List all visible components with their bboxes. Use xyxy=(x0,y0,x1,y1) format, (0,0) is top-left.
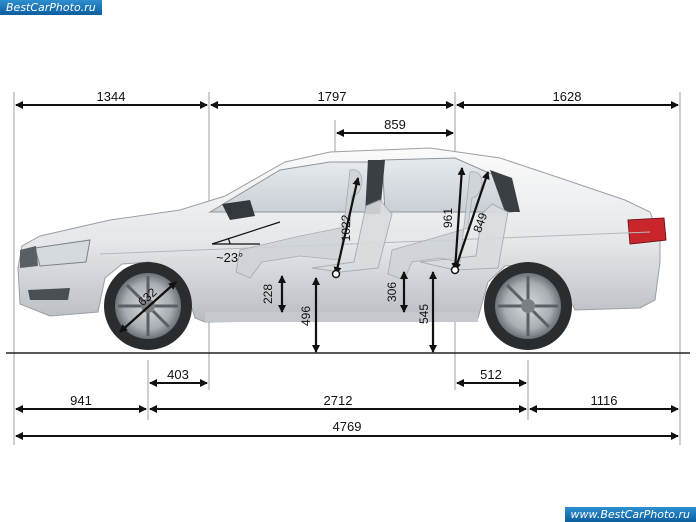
dim-front-seat-to-rear: 1797 xyxy=(318,89,347,104)
interior-arrows xyxy=(119,167,490,353)
dim-front-seat-height: 228 xyxy=(261,284,275,304)
dim-front-overhang: 941 xyxy=(70,393,92,408)
front-seat xyxy=(311,199,393,273)
dim-front-wheel-to-seat: 403 xyxy=(167,367,189,382)
rear-wheel xyxy=(484,262,572,350)
watermark-top: BestCarPhoto.ru xyxy=(0,0,102,15)
grille xyxy=(20,246,38,268)
dim-wheelbase: 2712 xyxy=(324,393,353,408)
dim-front-headroom: 1022 xyxy=(339,214,353,241)
dim-rear-section: 1628 xyxy=(553,89,582,104)
dim-rear-overhang: 1116 xyxy=(591,393,618,408)
hip-points xyxy=(331,265,460,279)
headlight xyxy=(34,239,91,267)
dim-rear-hip-height: 545 xyxy=(417,304,431,324)
dim-front-overhang-top: 1344 xyxy=(97,89,126,104)
side-mirror xyxy=(222,200,255,220)
sill xyxy=(205,312,478,322)
dim-rear-incline: 849 xyxy=(470,211,490,235)
dim-seat-angle: ~23° xyxy=(216,250,243,265)
seat-angle-marker xyxy=(211,221,281,245)
watermark-bottom: www.BestCarPhoto.ru xyxy=(564,507,696,522)
tail-light xyxy=(627,217,667,245)
dim-rear-seat-height: 306 xyxy=(385,282,399,302)
dimension-arrows xyxy=(15,101,679,440)
dim-front-hip-height: 496 xyxy=(299,306,313,326)
dim-rear-headroom: 961 xyxy=(441,208,455,228)
dim-overall-length: 4769 xyxy=(333,419,362,434)
dim-seat-spacing: 859 xyxy=(384,117,406,132)
dim-rear-seat-to-wheel: 512 xyxy=(480,367,502,382)
fog-light xyxy=(28,288,70,300)
c-pillar-window xyxy=(490,170,520,212)
